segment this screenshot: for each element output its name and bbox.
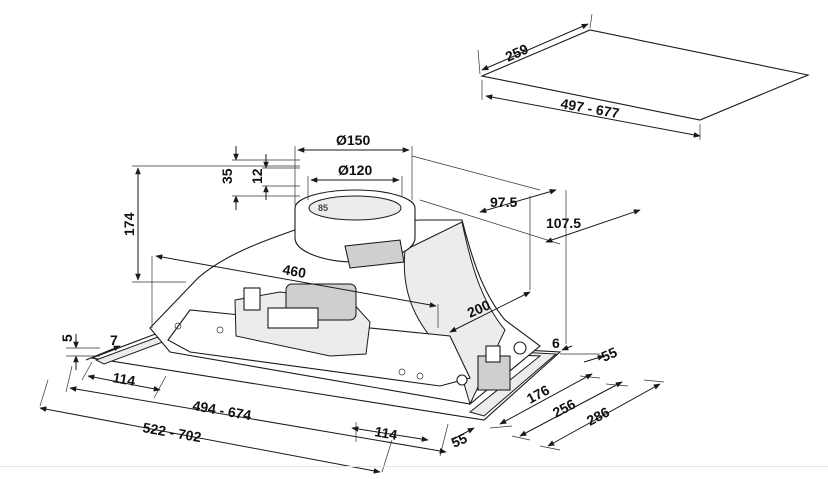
cutout-plate: 259 497 - 677 <box>477 13 810 140</box>
dim-duct-inner: Ø120 <box>338 162 372 178</box>
dim-collar-inner: 12 <box>249 168 265 184</box>
dim-top-width: 460 <box>281 261 307 281</box>
dim-depth-inner: 176 <box>524 381 552 406</box>
bottom-divider <box>0 466 828 467</box>
dim-right-offset: 55 <box>599 344 620 365</box>
dim-total-height: 174 <box>121 212 137 236</box>
dim-duct-offset-side: 107.5 <box>546 215 581 231</box>
dim-duct-outer: Ø150 <box>336 132 370 148</box>
dim-duct-offset-depth: 97.5 <box>490 194 517 210</box>
dim-right-flange: 6 <box>552 335 560 351</box>
svg-text:85: 85 <box>318 203 328 213</box>
dim-collar-height: 35 <box>219 168 235 184</box>
dim-side-margin-left: 114 <box>111 369 136 389</box>
dim-side-margin-right: 114 <box>373 423 398 443</box>
dim-inner-width: 494 - 674 <box>191 397 252 423</box>
dim-depth-outer: 286 <box>584 403 612 428</box>
dim-front-offset: 55 <box>449 430 470 451</box>
hood-body: 85 <box>89 189 562 421</box>
dim-outer-width: 522 - 702 <box>141 419 202 445</box>
dim-flange-thickness: 5 <box>59 334 75 342</box>
flange-dimensions: 5 7 <box>59 332 121 370</box>
dim-depth-mid: 256 <box>550 395 578 420</box>
duct-dimensions: Ø150 Ø120 35 12 97.5 107.5 <box>219 132 641 245</box>
dim-flange-edge: 7 <box>110 332 118 348</box>
